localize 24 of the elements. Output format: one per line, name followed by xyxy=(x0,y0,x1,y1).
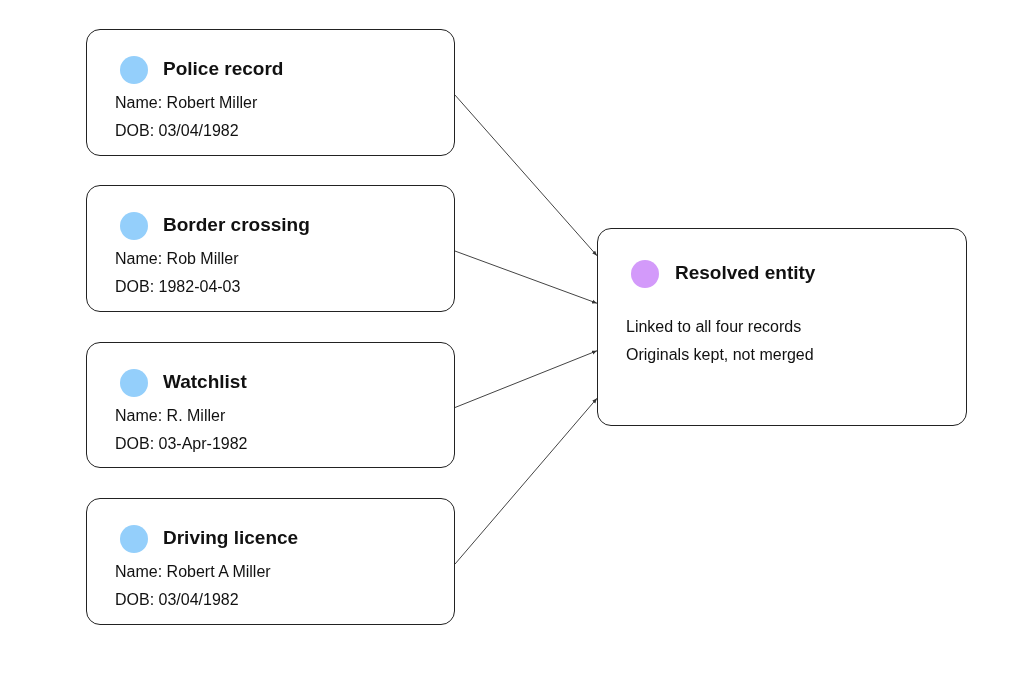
record-card xyxy=(86,498,455,625)
record-card xyxy=(86,342,455,468)
card-title: Police record xyxy=(163,58,284,80)
arrow xyxy=(454,397,598,565)
entity-card xyxy=(597,228,967,426)
card-text: DOB: 03/04/1982 xyxy=(115,591,239,609)
card-text: DOB: 1982-04-03 xyxy=(115,278,241,296)
card-text: DOB: 03/04/1982 xyxy=(115,122,239,140)
card-text: Originals kept, not merged xyxy=(626,346,814,364)
card-title: Driving licence xyxy=(163,527,299,549)
arrow xyxy=(454,250,598,304)
card-text: Name: R. Miller xyxy=(115,407,226,425)
card-title: Watchlist xyxy=(163,371,247,393)
card-text: Name: Robert Miller xyxy=(115,94,258,112)
card-title: Resolved entity xyxy=(675,262,816,284)
record-card xyxy=(86,185,455,312)
card-text: DOB: 03-Apr-1982 xyxy=(115,435,248,453)
arrow xyxy=(454,350,598,408)
record-card xyxy=(86,29,455,156)
card-title: Border crossing xyxy=(163,214,310,236)
card-text: Linked to all four records xyxy=(626,318,802,336)
card-text: Name: Rob Miller xyxy=(115,250,239,268)
arrow xyxy=(454,94,598,257)
card-text: Name: Robert A Miller xyxy=(115,563,271,581)
